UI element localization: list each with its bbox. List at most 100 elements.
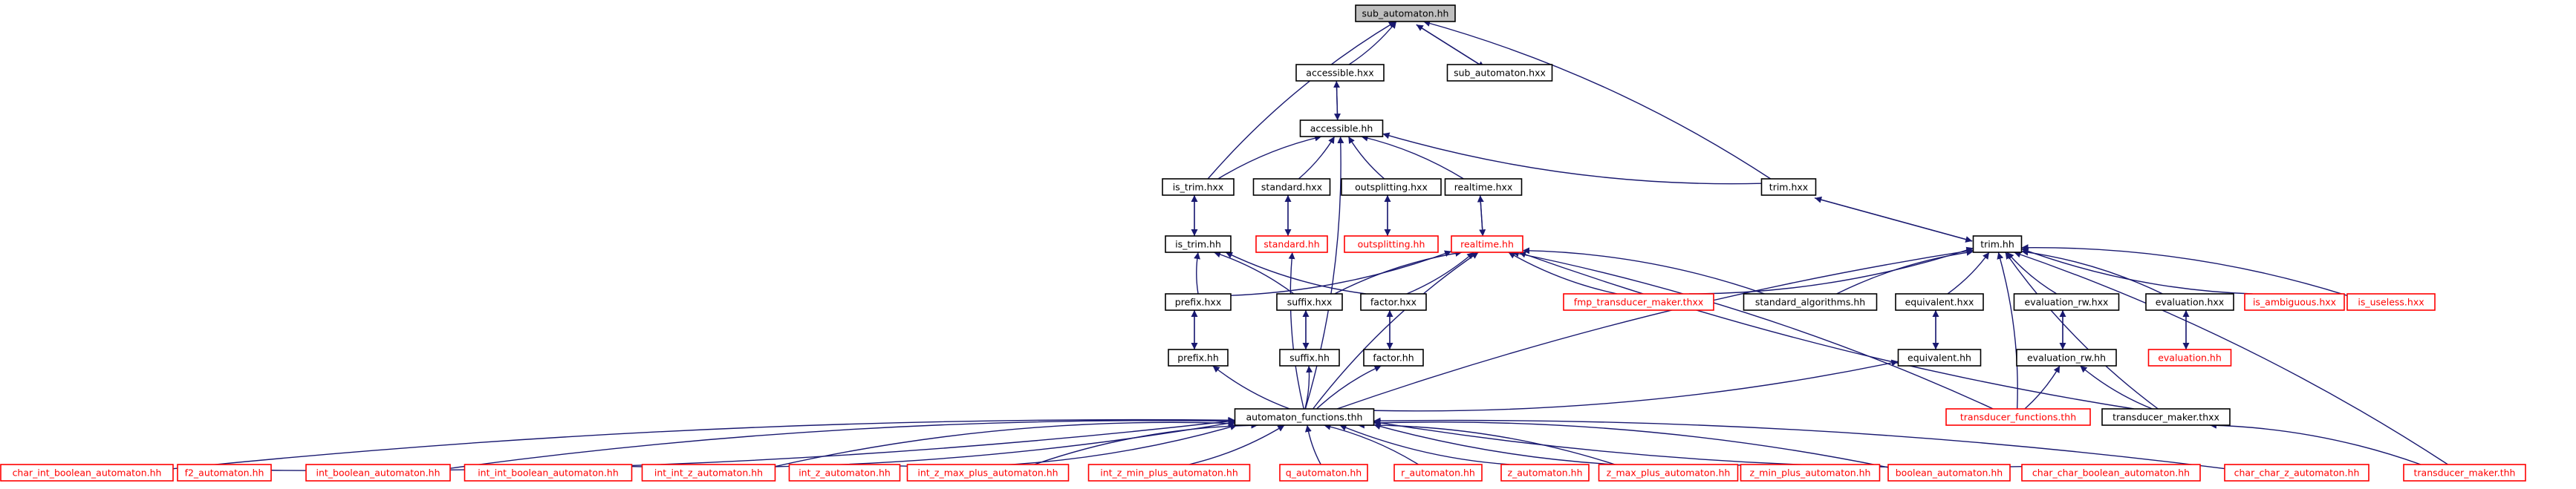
node-equivalent-hh[interactable]: equivalent.hh [1897, 349, 1982, 367]
node-r-automaton-hh[interactable]: r_automaton.hh [1393, 464, 1483, 482]
node-int-z-min-plus-automaton-hh[interactable]: int_z_min_plus_automaton.hh [1087, 464, 1251, 482]
node-is-useless-hxx[interactable]: is_useless.hxx [2346, 293, 2436, 311]
edge-int-z-min-plus-automaton-hh-to-automaton-functions-thh [1188, 424, 1285, 465]
node-accessible-hxx[interactable]: accessible.hxx [1295, 64, 1385, 82]
node-standard-hh[interactable]: standard.hh [1255, 235, 1328, 253]
node-char-int-boolean-automaton-hh[interactable]: char_int_boolean_automaton.hh [0, 464, 174, 482]
node-box [1299, 119, 1384, 137]
node-label: char_char_z_automaton.hh [2234, 467, 2360, 479]
node-sub-automaton-hh[interactable]: sub_automaton.hh [1355, 4, 1456, 22]
node-label: char_int_boolean_automaton.hh [13, 467, 162, 479]
edge-trim-hxx-to-accessible-hh [1382, 132, 1762, 185]
node-factor-hxx[interactable]: factor.hxx [1360, 293, 1427, 311]
node-label: evaluation_rw.hh [2027, 352, 2106, 364]
node-realtime-hxx[interactable]: realtime.hxx [1444, 178, 1523, 196]
edge-trim-hxx-to-trim-hh [1814, 197, 1973, 243]
node-box [305, 464, 451, 482]
node-char-char-boolean-automaton-hh[interactable]: char_char_boolean_automaton.hh [2021, 464, 2201, 482]
node-label: fmp_transducer_maker.thxx [1574, 297, 1704, 308]
node-z-min-plus-automaton-hh[interactable]: z_min_plus_automaton.hh [1740, 464, 1881, 482]
node-trim-hh[interactable]: trim.hh [1972, 235, 2023, 253]
node-box [1743, 293, 1878, 311]
node-evaluation-rw-hh[interactable]: evaluation_rw.hh [2016, 349, 2117, 367]
node-is-trim-hh[interactable]: is_trim.hh [1165, 235, 1232, 253]
node-label: int_z_automaton.hh [799, 467, 891, 479]
node-layer: sub_automaton.hh accessible.hxx sub_automa… [0, 4, 2526, 482]
edge-standard-hxx-to-accessible-hh [1298, 136, 1336, 180]
edge-is-trim-hxx-to-sub-automaton-hh [1207, 21, 1396, 180]
node-label: transducer_maker.thxx [2112, 412, 2219, 423]
node-realtime-hh[interactable]: realtime.hh [1451, 235, 1523, 253]
node-label: z_min_plus_automaton.hh [1750, 467, 1871, 479]
node-z-max-plus-automaton-hh[interactable]: z_max_plus_automaton.hh [1598, 464, 1739, 482]
node-evaluation-rw-hxx[interactable]: evaluation_rw.hxx [2013, 293, 2120, 311]
node-outsplitting-hh[interactable]: outsplitting.hh [1344, 235, 1439, 253]
node-label: int_int_z_automaton.hh [654, 467, 763, 479]
edge-automaton-functions-thh-to-equivalent-hh [1373, 359, 1899, 412]
edge-transducer-maker-thxx-to-realtime-hh [1518, 251, 2134, 410]
node-transducer-maker-thxx[interactable]: transducer_maker.thxx [2101, 408, 2231, 426]
node-label: realtime.hh [1460, 239, 1514, 250]
node-label: accessible.hh [1310, 123, 1373, 134]
node-label: z_max_plus_automaton.hh [1607, 467, 1731, 479]
node-evaluation-hxx[interactable]: evaluation.hxx [2145, 293, 2234, 311]
edge-z-automaton-hh-to-automaton-functions-thh [1339, 424, 1510, 465]
edge-realtime-hxx-to-accessible-hh [1361, 134, 1464, 180]
edge-int-int-z-automaton-hh-to-automaton-functions-thh [775, 419, 1235, 467]
edge-int-z-max-plus-automaton-hh-to-automaton-functions-thh [1034, 421, 1258, 465]
node-box [1444, 178, 1523, 196]
node-box [1341, 178, 1442, 196]
node-box [2013, 293, 2120, 311]
edge-equivalent-hxx-to-trim-hh [1947, 252, 1990, 295]
node-evaluation-hh[interactable]: evaluation.hh [2147, 349, 2232, 367]
node-automaton-functions-thh[interactable]: automaton_functions.thh [1234, 408, 1375, 426]
node-prefix-hxx[interactable]: prefix.hxx [1165, 293, 1232, 311]
node-sub-automaton-hxx[interactable]: sub_automaton.hxx [1446, 64, 1553, 82]
node-box [1972, 235, 2023, 253]
edge-standard-algorithms-hh-to-realtime-hh [1522, 247, 1765, 295]
node-int-boolean-automaton-hh[interactable]: int_boolean_automaton.hh [305, 464, 451, 482]
node-suffix-hxx[interactable]: suffix.hxx [1276, 293, 1343, 311]
node-box [1393, 464, 1483, 482]
node-f2-automaton-hh[interactable]: f2_automaton.hh [177, 464, 272, 482]
edge-is-ambiguous-hxx-to-trim-hh [2021, 248, 2253, 295]
edge-is-trim-hxx-to-accessible-hh [1217, 134, 1322, 180]
node-int-int-z-automaton-hh[interactable]: int_int_z_automaton.hh [641, 464, 776, 482]
node-box [1355, 4, 1456, 22]
node-suffix-hh[interactable]: suffix.hh [1279, 349, 1340, 367]
node-transducer-maker-thh[interactable]: transducer_maker.thh [2403, 464, 2526, 482]
node-int-int-boolean-automaton-hh[interactable]: int_int_boolean_automaton.hh [464, 464, 633, 482]
node-q-automaton-hh[interactable]: q_automaton.hh [1279, 464, 1368, 482]
edge-transducer-maker-thxx-to-trim-hh [2005, 252, 2159, 410]
node-accessible-hh[interactable]: accessible.hh [1299, 119, 1384, 137]
node-label: char_char_boolean_automaton.hh [2032, 467, 2190, 479]
edge-is-useless-hxx-to-trim-hh [2021, 244, 2348, 296]
node-char-char-z-automaton-hh[interactable]: char_char_z_automaton.hh [2224, 464, 2370, 482]
node-transducer-functions-thh[interactable]: transducer_functions.thh [1945, 408, 2091, 426]
node-is-ambiguous-hxx[interactable]: is_ambiguous.hxx [2244, 293, 2345, 311]
node-is-trim-hxx[interactable]: is_trim.hxx [1162, 178, 1235, 196]
node-label: accessible.hxx [1306, 68, 1373, 79]
node-int-z-automaton-hh[interactable]: int_z_automaton.hh [788, 464, 901, 482]
node-box [1279, 464, 1368, 482]
edge-accessible-hxx-to-sub-automaton-hh [1348, 21, 1397, 65]
node-box [1563, 293, 1714, 311]
node-trim-hxx[interactable]: trim.hxx [1760, 178, 1817, 196]
node-factor-hh[interactable]: factor.hh [1363, 349, 1424, 367]
node-z-automaton-hh[interactable]: z_automaton.hh [1500, 464, 1590, 482]
node-box [1446, 64, 1553, 82]
node-outsplitting-hxx[interactable]: outsplitting.hxx [1341, 178, 1442, 196]
node-fmp-transducer-maker-thxx[interactable]: fmp_transducer_maker.thxx [1563, 293, 1714, 311]
node-equivalent-hxx[interactable]: equivalent.hxx [1895, 293, 1984, 311]
node-standard-algorithms-hh[interactable]: standard_algorithms.hh [1743, 293, 1878, 311]
node-prefix-hh[interactable]: prefix.hh [1168, 349, 1229, 367]
edge-sub-automaton-hh-to-sub-automaton-hxx [1416, 24, 1486, 68]
node-box [177, 464, 272, 482]
node-standard-hxx[interactable]: standard.hxx [1252, 178, 1331, 196]
node-int-z-max-plus-automaton-hh[interactable]: int_z_max_plus_automaton.hh [906, 464, 1070, 482]
edge-automaton-functions-thh-to-accessible-hh [1304, 136, 1344, 410]
edge-char-char-z-automaton-hh-to-automaton-functions-thh [1373, 417, 2225, 470]
node-boolean-automaton-hh[interactable]: boolean_automaton.hh [1887, 464, 2011, 482]
node-box [2403, 464, 2526, 482]
